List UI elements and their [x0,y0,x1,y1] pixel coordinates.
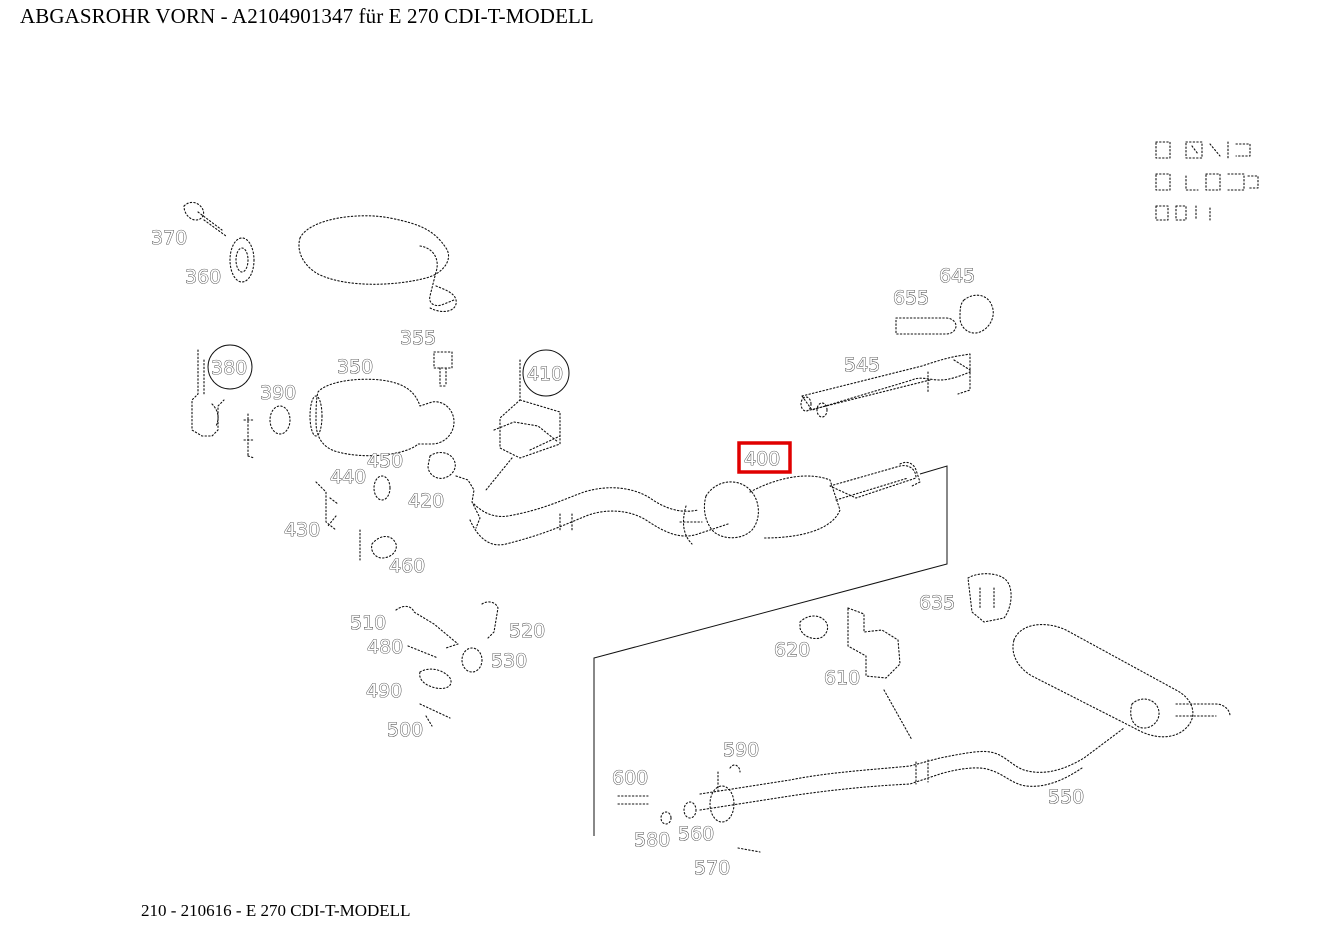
callout-580[interactable]: 580 [634,829,671,852]
part-655-drawing [895,317,957,335]
part-390-drawing [243,405,291,459]
rear-assembly-frame [593,465,948,836]
callout-350[interactable]: 350 [337,356,374,379]
callout-560[interactable]: 560 [678,823,715,846]
part-370-drawing [183,201,227,237]
highlighted-callout-400[interactable]: 400 [737,441,792,474]
callout-360[interactable]: 360 [185,266,222,289]
callout-530[interactable]: 530 [491,650,528,673]
callout-labels: 370 360 355 350 390 450 440 420 430 460 … [151,227,1085,880]
circled-callouts: 380 410 [207,344,570,397]
highlight-box [737,441,792,474]
page-title: ABGASROHR VORN - A2104901347 für E 270 C… [20,4,594,28]
callout-400[interactable]: 400 [744,448,781,471]
part-clamp-group-drawing [315,451,481,561]
part-360-drawing [229,237,255,283]
part-410-drawing [485,359,561,491]
callout-430[interactable]: 430 [284,519,321,542]
callout-510[interactable]: 510 [350,612,387,635]
callout-520[interactable]: 520 [509,620,546,643]
callout-490[interactable]: 490 [366,680,403,703]
part-620-drawing [799,615,829,640]
callout-380-circle [207,344,253,390]
part-645-drawing [959,294,994,334]
part-355-drawing [433,351,453,387]
footer-model-text: 210 - 210616 - E 270 CDI-T-MODELL [141,901,411,920]
callout-500[interactable]: 500 [387,719,424,742]
callout-590[interactable]: 590 [723,739,760,762]
callout-390[interactable]: 390 [260,382,297,405]
part-550-drawing [699,624,1231,811]
part-upper-catalyst-drawing [298,215,457,313]
part-hanger-group-drawing [395,601,499,727]
part-380-drawing [191,349,225,437]
callout-655[interactable]: 655 [893,287,930,310]
callout-645[interactable]: 645 [939,265,976,288]
callout-620[interactable]: 620 [774,639,811,662]
callout-410[interactable]: 410 [527,363,564,386]
callout-460[interactable]: 460 [389,555,426,578]
callout-570[interactable]: 570 [694,857,731,880]
callout-410-circle [522,349,570,397]
callout-550[interactable]: 550 [1048,786,1085,809]
callout-370[interactable]: 370 [151,227,188,250]
callout-450[interactable]: 450 [367,450,404,473]
part-635-drawing [967,573,1012,623]
callout-355[interactable]: 355 [400,327,437,350]
part-350-drawing [309,378,455,457]
callout-480[interactable]: 480 [367,636,404,659]
part-400-drawing [469,461,921,546]
part-545-drawing [800,353,971,418]
callout-635[interactable]: 635 [919,592,956,615]
callout-380[interactable]: 380 [211,357,248,380]
callout-545[interactable]: 545 [844,354,881,377]
callout-600[interactable]: 600 [612,767,649,790]
corner-stamp [1155,141,1259,221]
callout-420[interactable]: 420 [408,490,445,513]
callout-610[interactable]: 610 [824,667,861,690]
part-610-drawing [847,607,913,741]
callout-440[interactable]: 440 [330,466,367,489]
part-exhaust-clamps-rear-drawing [617,764,761,853]
